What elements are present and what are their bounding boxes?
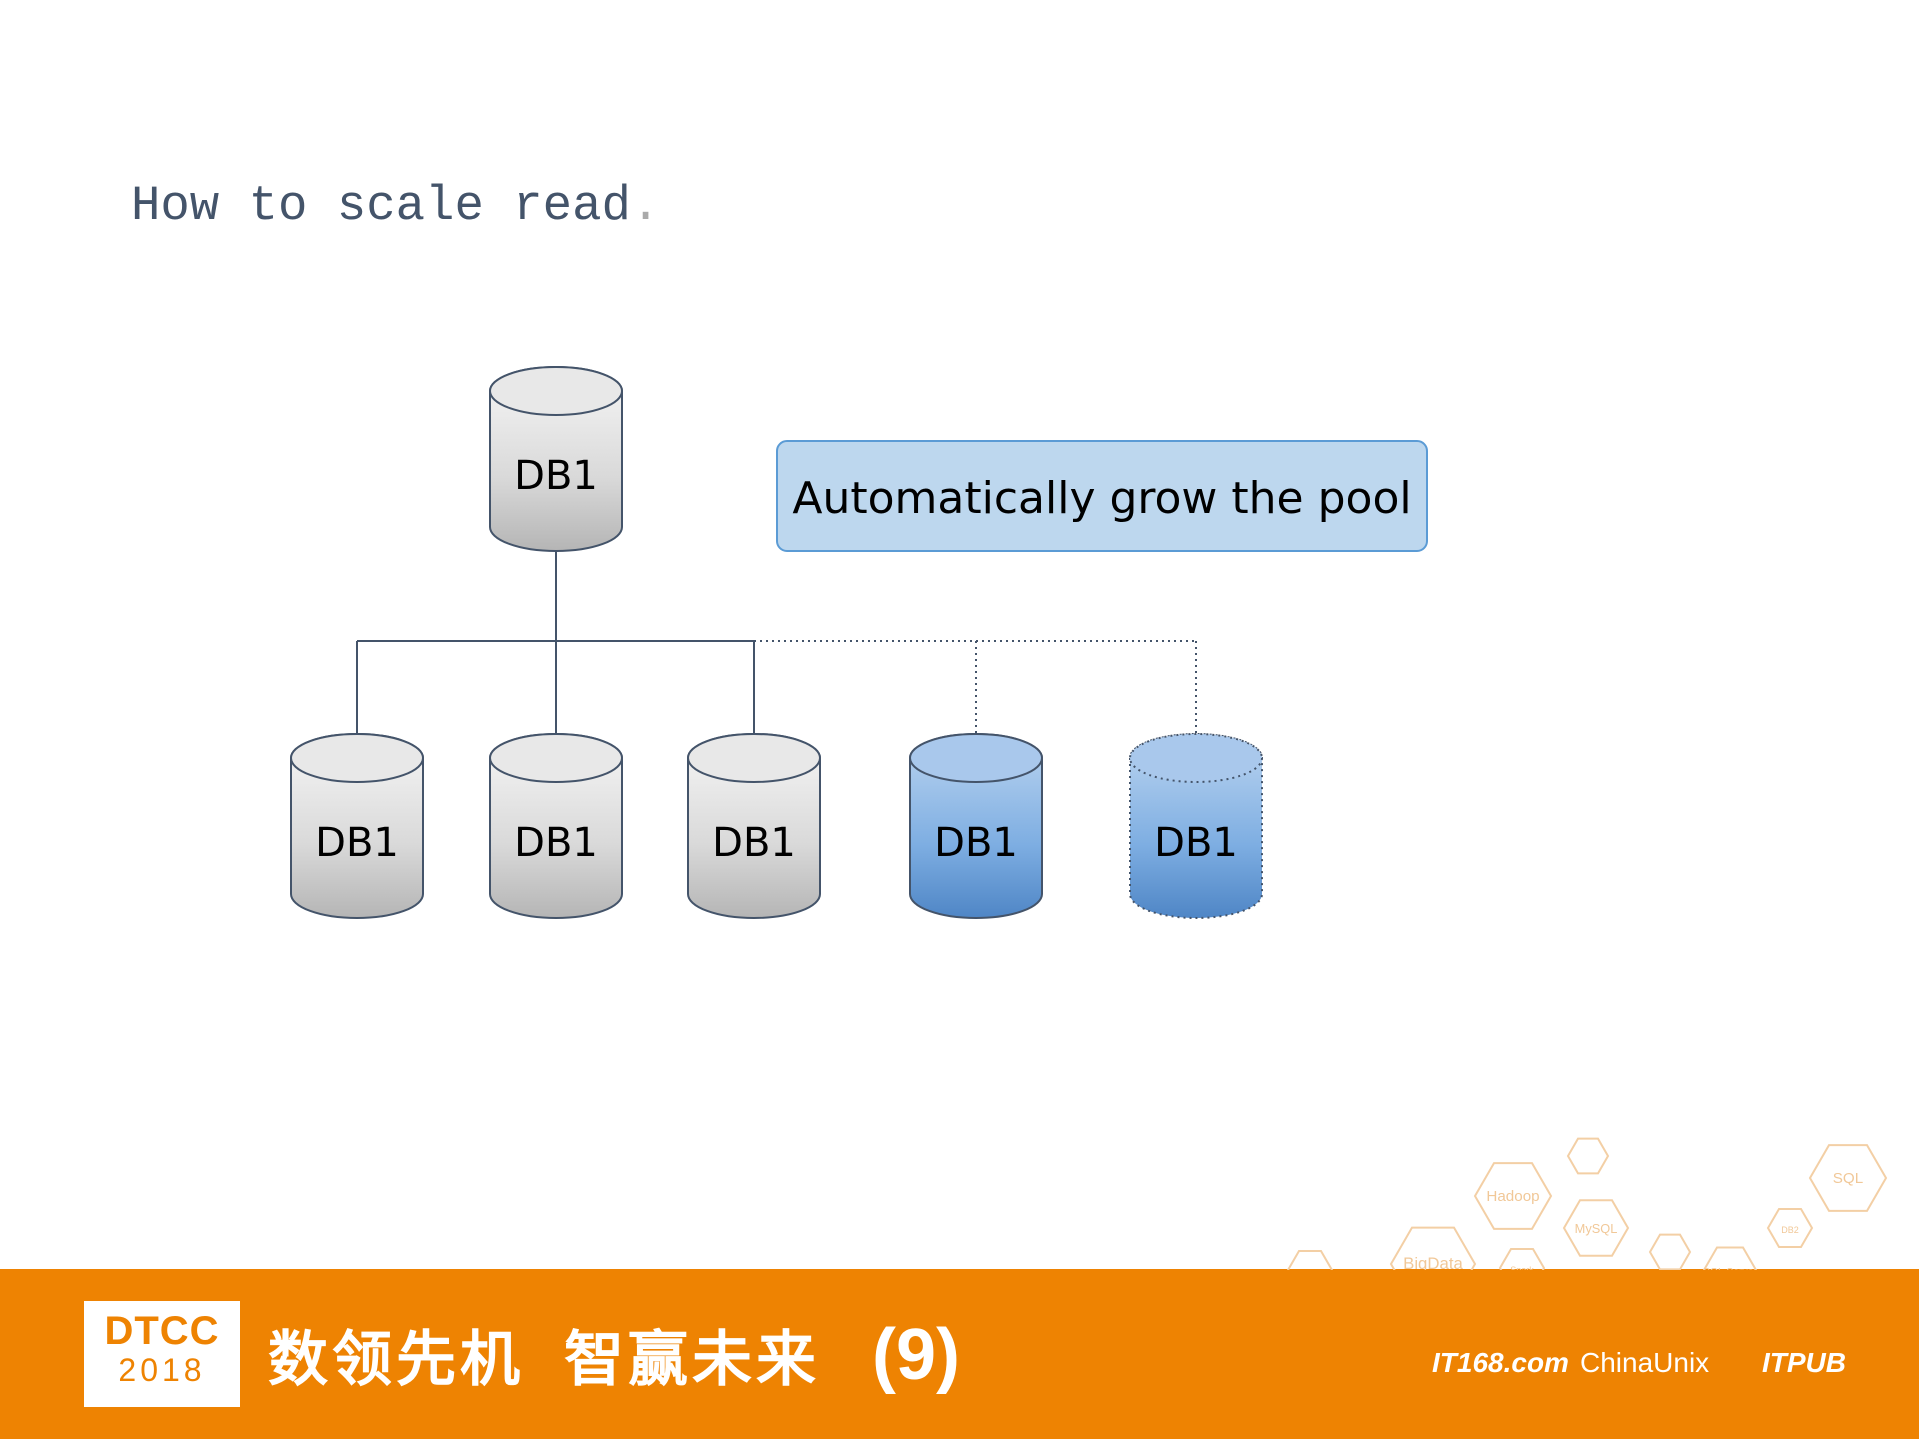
hexagon bbox=[1702, 1246, 1758, 1270]
replica-db-cylinder-1: DB1 bbox=[290, 733, 424, 919]
db-label: DB1 bbox=[514, 820, 598, 866]
slogan-part1: 数领先机 bbox=[268, 1325, 524, 1395]
hexagon bbox=[1389, 1226, 1477, 1270]
dtcc-logo: DTCC 2018 bbox=[84, 1301, 240, 1407]
cylinder-top bbox=[489, 366, 623, 416]
hex-tag: BigData bbox=[1403, 1254, 1463, 1270]
title-text: How to scale read bbox=[131, 178, 631, 234]
hexagon bbox=[1766, 1207, 1814, 1249]
db-label: DB1 bbox=[934, 820, 1018, 866]
dotted-connectors bbox=[754, 640, 1197, 734]
db-label: DB1 bbox=[514, 453, 598, 499]
hex-tag: SQL Server bbox=[1703, 1267, 1757, 1270]
hexagon bbox=[1498, 1247, 1546, 1270]
hexagon bbox=[1566, 1137, 1610, 1175]
cylinder-top bbox=[290, 733, 424, 783]
callout-box: Automatically grow the pool bbox=[776, 440, 1428, 552]
cylinder-top bbox=[687, 733, 821, 783]
partner-itpub-logo: ITPUB bbox=[1762, 1347, 1846, 1378]
db-label: DB1 bbox=[712, 820, 796, 866]
hexagon bbox=[1562, 1199, 1630, 1257]
solid-connectors bbox=[356, 551, 755, 734]
slogan-part2: 智赢未来 bbox=[564, 1325, 820, 1395]
hex-tag: MySQL bbox=[1575, 1221, 1618, 1236]
replica-db-cylinder-5: DB1 bbox=[1129, 733, 1263, 919]
hexagon bbox=[1648, 1233, 1692, 1270]
master-db-cylinder: DB1 bbox=[489, 366, 623, 552]
replica-db-cylinder-2: DB1 bbox=[489, 733, 623, 919]
callout-text: Automatically grow the pool bbox=[792, 473, 1411, 524]
cylinder-top bbox=[489, 733, 623, 783]
hex-tag: Spark bbox=[1510, 1265, 1534, 1270]
slide-title: How to scale read. bbox=[131, 178, 660, 234]
title-period: . bbox=[630, 178, 661, 234]
slogan: 数领先机智赢未来 bbox=[268, 1325, 820, 1395]
partner-it168-logo: IT168.com bbox=[1432, 1347, 1569, 1378]
hexagon bbox=[1286, 1249, 1334, 1270]
hex-tag: DB2 bbox=[1781, 1225, 1799, 1235]
db-label: DB1 bbox=[1154, 820, 1238, 866]
db-label: DB1 bbox=[315, 820, 399, 866]
logo-text: DTCC bbox=[104, 1309, 220, 1353]
partner-chinaunix-logo: ChinaUnix bbox=[1580, 1347, 1710, 1378]
hex-tag: SQL bbox=[1833, 1170, 1863, 1187]
hex-tag: Hadoop bbox=[1486, 1188, 1539, 1205]
footer-band: DTCC 2018 数领先机智赢未来 (9) IT168.com ChinaUn… bbox=[0, 1269, 1919, 1439]
cylinder-top bbox=[1129, 733, 1263, 783]
replica-db-cylinder-3: DB1 bbox=[687, 733, 821, 919]
hexagon bbox=[1473, 1162, 1553, 1230]
logo-year: 2018 bbox=[118, 1352, 206, 1388]
cylinder-top bbox=[909, 733, 1043, 783]
edition-badge: (9) bbox=[872, 1315, 960, 1395]
replica-db-cylinder-4: DB1 bbox=[909, 733, 1043, 919]
hexagon bbox=[1808, 1144, 1888, 1212]
